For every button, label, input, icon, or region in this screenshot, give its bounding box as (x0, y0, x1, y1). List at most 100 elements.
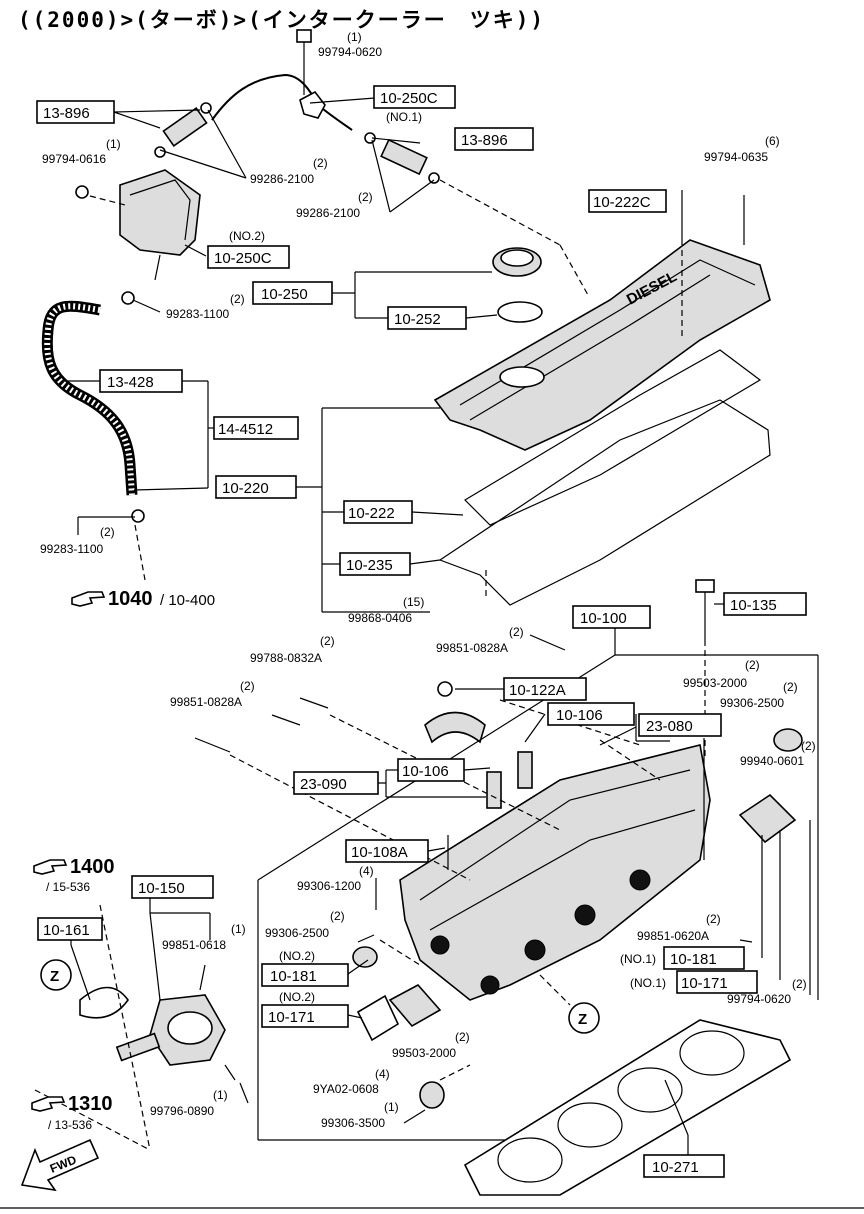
svg-text:(1): (1) (347, 30, 362, 44)
breather-hose-top (211, 73, 353, 131)
svg-text:23-090: 23-090 (300, 776, 347, 793)
svg-text:(NO.2): (NO.2) (279, 949, 315, 963)
clamp-d (428, 172, 440, 184)
svg-text:13-896: 13-896 (461, 132, 508, 149)
svg-text:99286-2100: 99286-2100 (250, 172, 314, 186)
svg-text:/ 10-400: / 10-400 (160, 592, 215, 609)
z-marker-right: Z (578, 1011, 587, 1028)
svg-text:9YA02-0608: 9YA02-0608 (313, 1082, 379, 1096)
svg-text:99788-0832A: 99788-0832A (250, 651, 322, 665)
plug-2500-left (352, 946, 378, 968)
leader-lines (0, 97, 864, 1209)
svg-text:14-4512: 14-4512 (218, 421, 273, 438)
part-box-10122A[interactable]: 10-122A (503, 677, 587, 701)
cylinder-head-cover (433, 239, 771, 451)
part-box-10171-left[interactable]: 10-171 (261, 1004, 349, 1028)
part-box-10106-a[interactable]: 10-106 (547, 702, 635, 726)
part-box-10161[interactable]: 10-161 (37, 917, 103, 941)
cover-10181-left (388, 983, 442, 1028)
svg-text:23-080: 23-080 (646, 718, 693, 735)
part-box-13428[interactable]: 13-428 (99, 369, 183, 393)
svg-text:(2): (2) (783, 680, 798, 694)
dowel-b (517, 751, 533, 789)
svg-text:(2): (2) (792, 977, 807, 991)
svg-text:10-220: 10-220 (222, 480, 269, 497)
svg-text:(1): (1) (231, 922, 246, 936)
svg-text:/ 13-536: / 13-536 (48, 1118, 92, 1132)
svg-text:99306-2500: 99306-2500 (720, 696, 784, 710)
svg-text:99306-3500: 99306-3500 (321, 1116, 385, 1130)
svg-text:10-161: 10-161 (43, 922, 90, 939)
part-box-13896-left[interactable]: 13-896 (36, 100, 115, 124)
part-box-10222C[interactable]: 10-222C (588, 189, 667, 213)
svg-text:99851-0618: 99851-0618 (162, 938, 226, 952)
pointing-hand-icon (71, 591, 106, 607)
svg-text:(1): (1) (384, 1100, 399, 1114)
svg-text:(6): (6) (765, 134, 780, 148)
part-box-10171-right[interactable]: 10-171 (676, 970, 758, 994)
part-box-10108A[interactable]: 10-108A (345, 839, 429, 863)
svg-text:(NO.1): (NO.1) (620, 952, 656, 966)
part-box-10250[interactable]: 10-250 (252, 281, 333, 305)
hose-joint (299, 90, 326, 119)
gasket-10171-left (356, 994, 400, 1042)
cover-10181-right (738, 793, 797, 844)
part-box-23090[interactable]: 23-090 (293, 771, 379, 795)
svg-text:10-171: 10-171 (681, 975, 728, 992)
part-box-10181-right[interactable]: 10-181 (663, 946, 745, 970)
part-box-10106-b[interactable]: 10-106 (397, 758, 465, 782)
svg-text:(2): (2) (745, 658, 760, 672)
head-cover-gasket (438, 399, 771, 606)
svg-text:10-252: 10-252 (394, 311, 441, 328)
svg-text:99306-1200: 99306-1200 (297, 879, 361, 893)
clamp-b (154, 146, 166, 158)
svg-text:99503-2000: 99503-2000 (392, 1046, 456, 1060)
part-box-10250C-top[interactable]: 10-250C (373, 85, 456, 109)
svg-text:10-250: 10-250 (261, 286, 308, 303)
part-box-10135[interactable]: 10-135 (723, 592, 807, 616)
part-box-10220[interactable]: 10-220 (215, 475, 297, 499)
pointing-hand-icon (31, 1096, 66, 1112)
svg-text:13-428: 13-428 (107, 374, 154, 391)
part-box-10252[interactable]: 10-252 (387, 306, 467, 330)
plug-3500 (419, 1081, 445, 1109)
part-box-10235[interactable]: 10-235 (339, 552, 411, 576)
svg-text:99503-2000: 99503-2000 (683, 676, 747, 690)
svg-text:10-171: 10-171 (268, 1009, 315, 1026)
svg-text:10-135: 10-135 (730, 597, 777, 614)
part-box-10100[interactable]: 10-100 (572, 605, 651, 629)
part-box-144512[interactable]: 14-4512 (213, 416, 299, 440)
svg-text:10-222: 10-222 (348, 505, 395, 522)
svg-text:99851-0620A: 99851-0620A (637, 929, 709, 943)
svg-text:99868-0406: 99868-0406 (348, 611, 412, 625)
svg-text:(4): (4) (359, 864, 374, 878)
svg-text:99851-0828A: 99851-0828A (170, 695, 242, 709)
svg-text:99283-1100: 99283-1100 (40, 542, 103, 556)
svg-text:(4): (4) (375, 1067, 390, 1081)
part-box-10222[interactable]: 10-222 (343, 500, 413, 524)
svg-text:99283-1100: 99283-1100 (166, 307, 229, 321)
nut-10122A (437, 681, 453, 697)
part-box-10181-left[interactable]: 10-181 (261, 963, 349, 987)
reference-1400[interactable]: 1400 / 15-536 (33, 856, 115, 894)
part-box-10250C-mid[interactable]: 10-250C (207, 245, 290, 269)
part-box-10150[interactable]: 10-150 (131, 875, 214, 899)
svg-text:(2): (2) (240, 679, 255, 693)
svg-text:(2): (2) (330, 909, 345, 923)
reference-1310[interactable]: 1310 / 13-536 (31, 1093, 113, 1132)
svg-text:(2): (2) (358, 190, 373, 204)
part-box-10271[interactable]: 10-271 (643, 1154, 725, 1178)
svg-text:99286-2100: 99286-2100 (296, 206, 360, 220)
svg-text:10-181: 10-181 (670, 951, 717, 968)
cylinder-head (399, 744, 711, 1001)
reference-1040[interactable]: 1040 / 10-400 (71, 588, 215, 610)
part-box-13896-right[interactable]: 13-896 (454, 127, 534, 151)
svg-text:(15): (15) (403, 595, 424, 609)
part-box-23080[interactable]: 23-080 (638, 713, 722, 737)
svg-text:(2): (2) (100, 525, 115, 539)
cam-bearing-cap (424, 711, 486, 744)
svg-text:10-122A: 10-122A (509, 682, 566, 699)
svg-text:10-271: 10-271 (652, 1159, 699, 1176)
small-labels: (1) 99794-0620 (NO.1) (1) 99794-0616 (2)… (40, 30, 816, 1130)
svg-text:(2): (2) (455, 1030, 470, 1044)
